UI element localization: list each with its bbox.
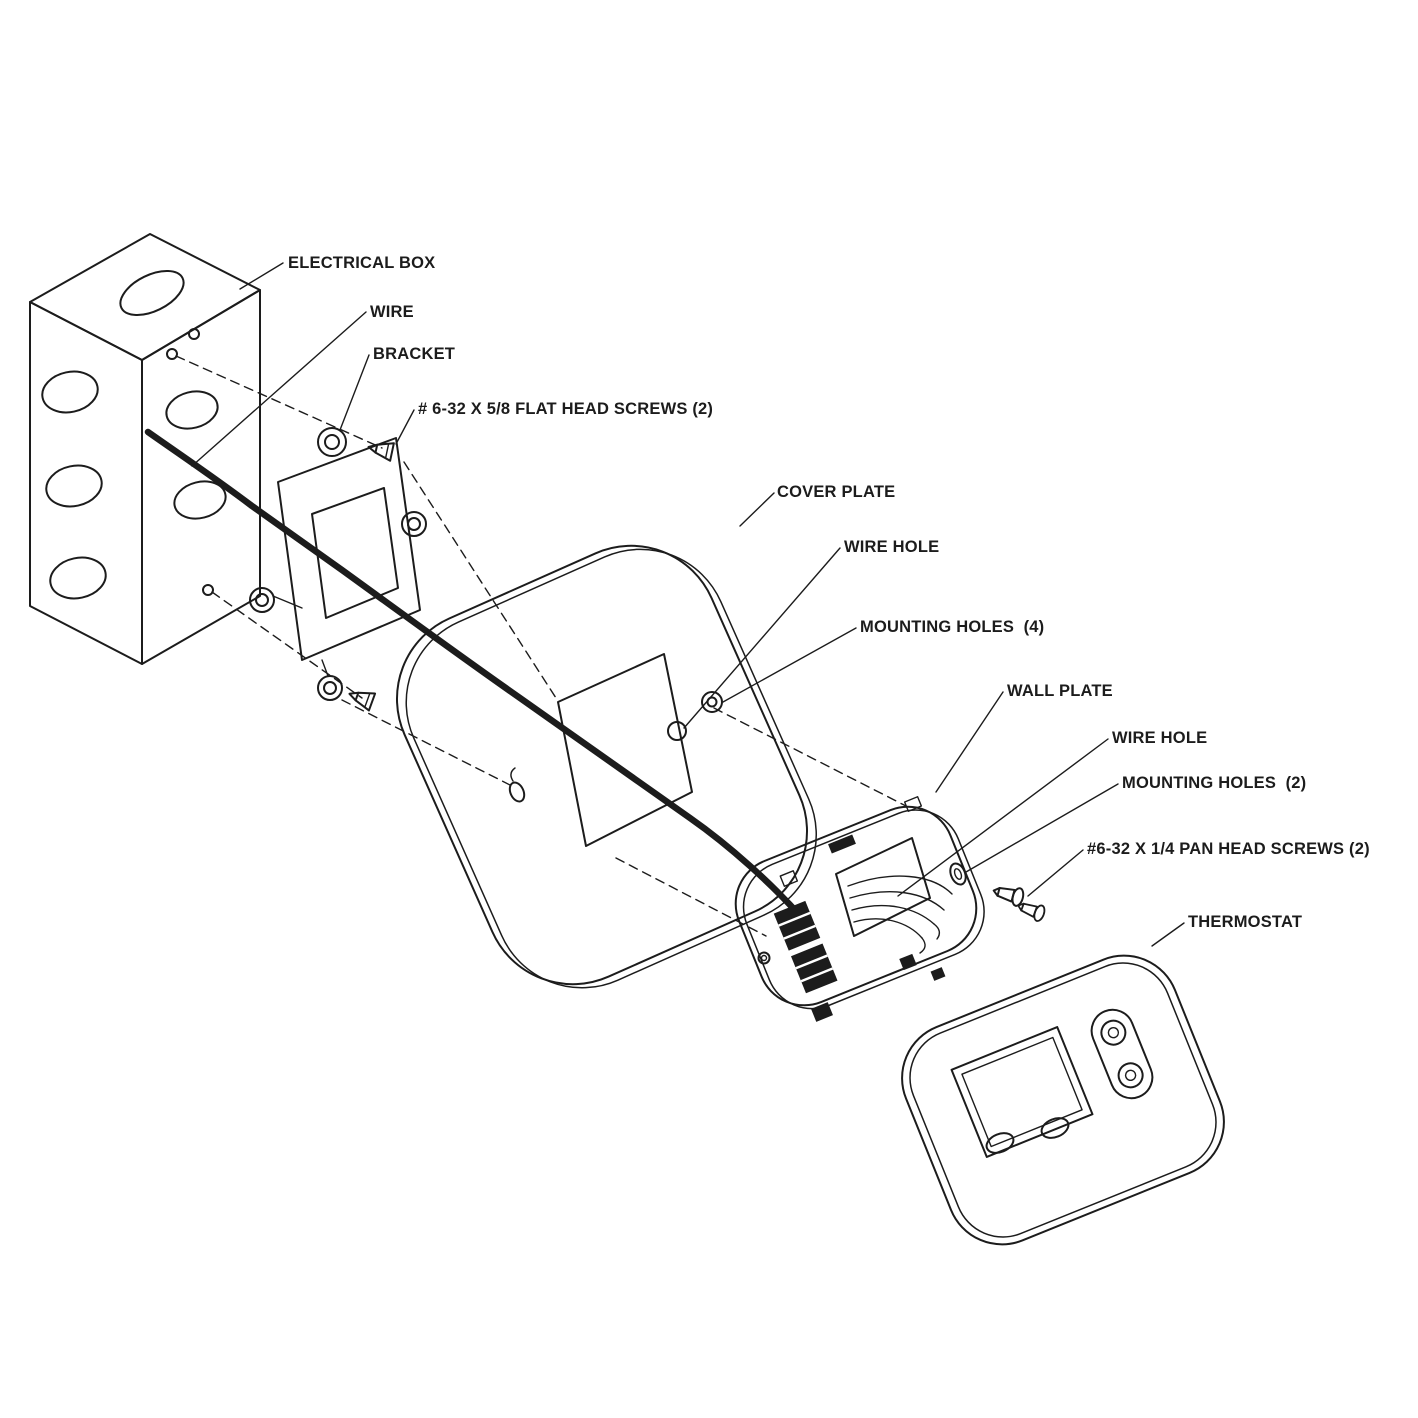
cover-plate-mounting-hole [701, 691, 723, 713]
wall-plate-wires [847, 875, 953, 954]
bracket-ear [317, 675, 343, 701]
wire-connector [899, 953, 917, 971]
connector-tab [828, 834, 856, 854]
leader-line [897, 738, 1109, 897]
cover-plate-opening [557, 653, 693, 847]
screw-hole [188, 328, 200, 340]
leader-line [935, 691, 1004, 793]
knockout-hole [173, 480, 227, 520]
bracket-ear [401, 511, 427, 537]
thermostat-button [985, 1132, 1015, 1154]
label-cover-plate-mounting-holes: MOUNTING HOLES (4) [860, 618, 1044, 636]
cover-plate-drawing [395, 544, 818, 989]
label-pan-head-screws: #6-32 X 1/4 PAN HEAD SCREWS (2) [1087, 840, 1370, 858]
thermostat-drawing [901, 954, 1225, 1246]
thermostat-button [1040, 1117, 1070, 1139]
snap-tab [779, 870, 799, 887]
screw-hole [202, 584, 214, 596]
alignment-line [615, 857, 767, 937]
alignment-line [341, 699, 513, 787]
wall-plate-mounting-hole [757, 951, 771, 965]
cover-plate-keyhole [508, 781, 526, 803]
label-wall-plate-wire-hole: WIRE HOLE [1112, 729, 1207, 747]
knockout-hole [41, 370, 99, 414]
knockout-hole [49, 556, 107, 600]
wire-line [144, 428, 806, 922]
pan-head-screws-drawing [992, 886, 1046, 922]
cover-plate-wire-hole-notch [667, 721, 687, 741]
wire-connector [811, 1002, 833, 1022]
leader-line [395, 409, 415, 445]
wire-drawing [144, 428, 806, 922]
alignment-line [403, 461, 557, 699]
bracket-ear [317, 427, 347, 457]
leader-line [191, 311, 367, 467]
label-bracket: BRACKET [373, 345, 455, 363]
knockout-hole [45, 464, 103, 508]
wire-connector [930, 967, 946, 981]
label-wall-plate-mounting-holes: MOUNTING HOLES (2) [1122, 774, 1306, 792]
label-wall-plate: WALL PLATE [1007, 682, 1113, 700]
alignment-line [175, 355, 383, 449]
alignment-line [713, 707, 907, 807]
bracket-drawing [249, 427, 427, 701]
label-cover-plate: COVER PLATE [777, 483, 895, 501]
flat-head-screws-drawing [348, 442, 395, 712]
leader-line [1151, 922, 1185, 947]
label-electrical-box: ELECTRICAL BOX [288, 254, 435, 272]
wall-plate-opening [835, 837, 931, 937]
label-flat-head-screws: # 6-32 X 5/8 FLAT HEAD SCREWS (2) [418, 400, 713, 418]
leader-line [239, 262, 284, 290]
knockout-hole [165, 390, 219, 430]
label-wire: WIRE [370, 303, 414, 321]
leader-line [683, 547, 841, 729]
snap-tab [903, 796, 923, 812]
leader-line [965, 783, 1119, 873]
leader-line [722, 627, 857, 703]
thermostat-up-down-buttons [1090, 1008, 1154, 1100]
callout-labels: ELECTRICAL BOX WIRE BRACKET # 6-32 X 5/8… [288, 254, 1370, 931]
wall-plate-drawing [734, 796, 985, 1022]
label-thermostat: THERMOSTAT [1188, 913, 1302, 931]
label-cover-plate-wire-hole: WIRE HOLE [844, 538, 939, 556]
leader-line [339, 354, 370, 431]
electrical-box-drawing [29, 233, 261, 665]
wall-plate-mounting-hole [949, 862, 967, 886]
leader-lines [191, 262, 1185, 947]
leader-line [739, 492, 775, 527]
terminal-blocks [773, 900, 838, 994]
leader-line [1027, 849, 1084, 897]
screw-hole [166, 348, 178, 360]
knockout-hole [119, 270, 185, 316]
thermostat-display [950, 1026, 1094, 1158]
bracket-ear [249, 587, 275, 613]
